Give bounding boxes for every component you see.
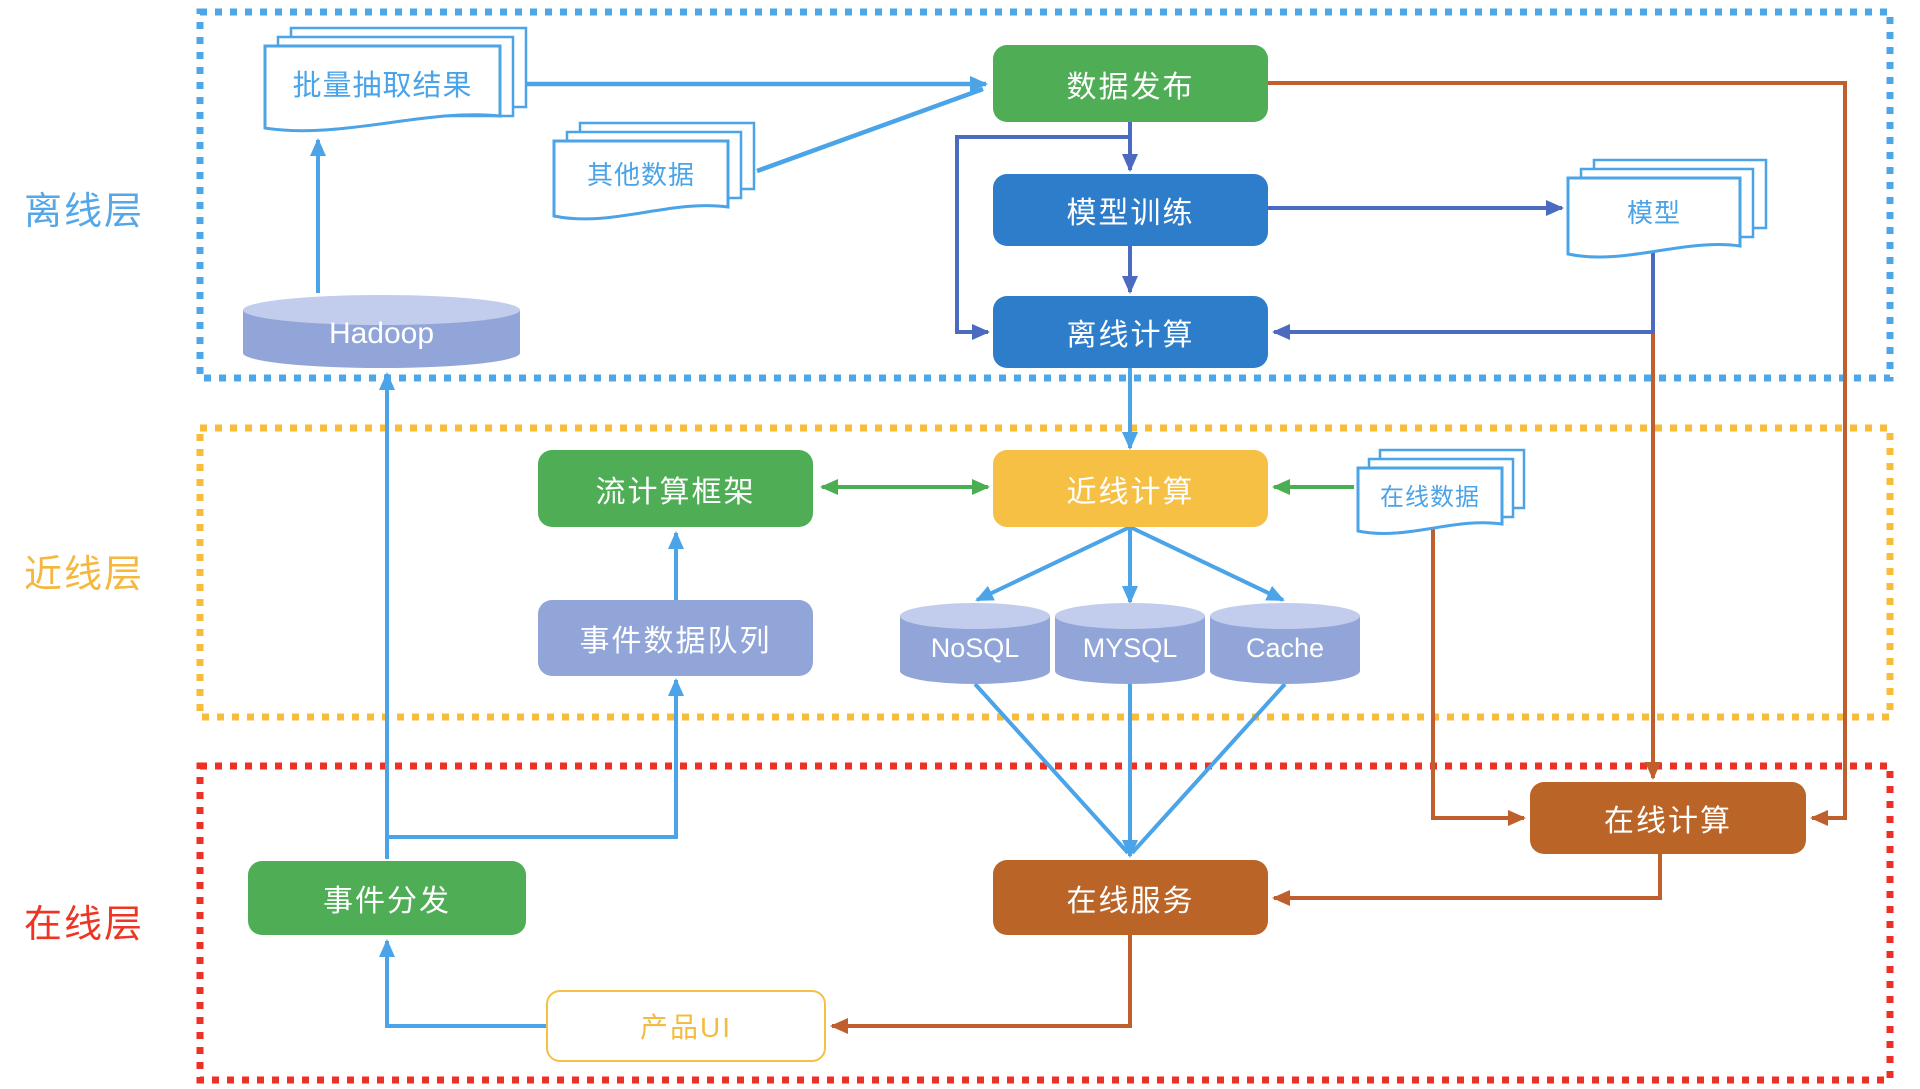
online-layer-border	[196, 762, 1894, 1084]
cylinder-nosql-shape	[900, 603, 1050, 684]
node-data-publish: 数据发布	[993, 45, 1268, 122]
line-cache-to-online-service	[1130, 682, 1287, 855]
doc-model-shape	[1566, 158, 1768, 259]
arrow-model-to-offline-compute	[1272, 250, 1655, 340]
arrow-nearline-to-cache	[1129, 525, 1285, 602]
cylinder-nosql-label: NoSQL	[930, 632, 1020, 663]
arrow-publish-branch-to-offline-compute	[955, 135, 1130, 340]
online-layer-label: 在线层	[24, 904, 145, 946]
node-online-compute: 在线计算	[1530, 782, 1806, 854]
node-offline-compute: 离线计算	[993, 296, 1268, 368]
offline-layer-label: 离线层	[24, 191, 145, 233]
cylinder-cache-label: Cache	[1245, 632, 1325, 663]
arrow-dispatch-branch-to-queue	[387, 678, 684, 839]
cylinder-mysql-label: MYSQL	[1082, 632, 1178, 663]
node-stream-framework: 流计算框架	[538, 450, 813, 527]
arrow-publish-to-online-compute	[1268, 81, 1847, 826]
cylinder-cache-shape	[1210, 603, 1360, 684]
doc-online-data-label: 在线数据	[1380, 483, 1480, 511]
arrow-online-data-to-online-compute	[1431, 528, 1526, 826]
arrow-product-ui-to-dispatch	[379, 939, 546, 1028]
arrow-nearline-to-nosql	[975, 525, 1131, 602]
doc-batch-results-shape	[263, 26, 528, 133]
node-event-queue: 事件数据队列	[538, 600, 813, 676]
node-event-dispatch: 事件分发	[248, 861, 526, 935]
doc-online-data-shape	[1356, 448, 1526, 535]
arrow-online-compute-to-online-service	[1272, 854, 1662, 906]
cylinder-hadoop-label: Hadoop	[328, 317, 435, 350]
node-model-training: 模型训练	[993, 174, 1268, 246]
cylinder-hadoop-shape	[243, 295, 520, 368]
nearline-layer-label: 近线层	[24, 554, 145, 596]
line-nosql-to-online-service	[973, 682, 1130, 855]
node-nearline-compute: 近线计算	[993, 450, 1268, 527]
cylinder-mysql-shape	[1055, 603, 1205, 684]
node-product-ui: 产品UI	[546, 990, 826, 1062]
doc-model-label: 模型	[1626, 197, 1681, 228]
arrow-online-service-to-product-ui	[830, 935, 1132, 1034]
doc-other-data-label: 其他数据	[586, 159, 695, 190]
line-other-data-to-publish	[756, 86, 984, 174]
offline-layer-border	[196, 8, 1894, 382]
node-online-service: 在线服务	[993, 860, 1268, 935]
nearline-layer-border	[196, 424, 1894, 721]
doc-other-data-shape	[552, 121, 756, 221]
doc-batch-results-label: 批量抽取结果	[292, 70, 473, 102]
